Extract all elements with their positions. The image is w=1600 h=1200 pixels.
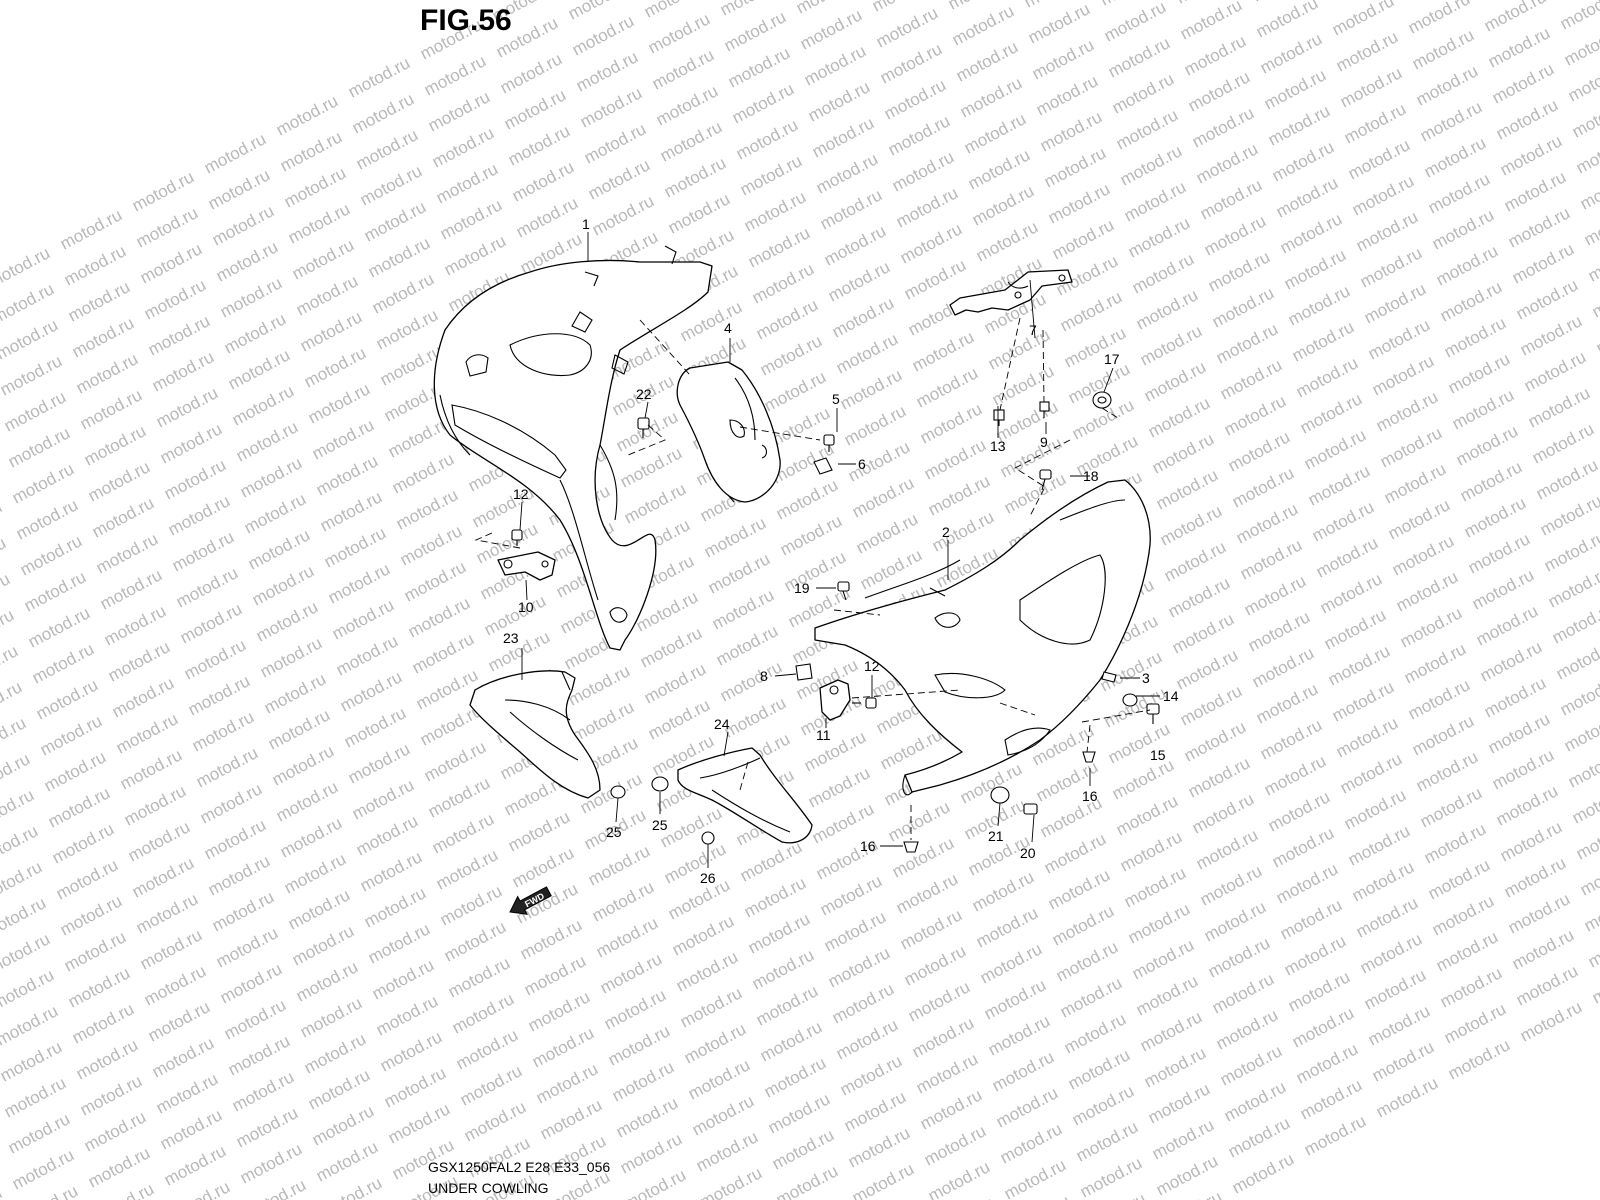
part-4-inner-panel[interactable]	[676, 361, 781, 503]
callout-21: 21	[988, 828, 1004, 844]
callout-8: 8	[760, 668, 768, 684]
callout-26: 26	[700, 870, 716, 886]
callout-20: 20	[1020, 845, 1036, 861]
callout-9: 9	[1040, 434, 1048, 450]
callout-10: 10	[518, 599, 534, 615]
callout-16a: 16	[1082, 788, 1098, 804]
callout-3: 3	[1142, 670, 1150, 686]
callout-18: 18	[1083, 468, 1099, 484]
callout-17: 17	[1104, 351, 1120, 367]
callout-12b: 12	[864, 658, 880, 674]
watermark-text: motod.ru	[0, 1147, 1, 1195]
section-title: UNDER COWLING	[428, 1180, 549, 1196]
callout-12a: 12	[513, 486, 529, 502]
grommet-21[interactable]	[990, 786, 1010, 804]
callout-23: 23	[503, 630, 519, 646]
model-code: GSX1250FAL2 E28 E33_056	[428, 1159, 611, 1175]
callout-15: 15	[1150, 747, 1166, 763]
callout-4: 4	[724, 320, 732, 336]
callout-1: 1	[582, 216, 590, 232]
callout-25a: 25	[606, 824, 622, 840]
grommet-17[interactable]	[1092, 391, 1112, 409]
callout-13: 13	[990, 438, 1006, 454]
callout-2: 2	[942, 524, 950, 540]
screw-20[interactable]	[1023, 803, 1038, 815]
watermark-text: motod.ru	[0, 461, 1, 509]
callout-6: 6	[858, 456, 866, 472]
screw-25-center[interactable]	[651, 776, 669, 792]
callout-5: 5	[832, 391, 840, 407]
figure-label: FIG.56	[420, 4, 512, 37]
callout-19: 19	[794, 580, 810, 596]
watermark-text: motod.ru	[1557, 0, 1600, 34]
callout-7: 7	[1029, 322, 1037, 338]
callout-16b: 16	[860, 838, 876, 854]
clip-8[interactable]	[795, 663, 813, 681]
callout-22: 22	[636, 386, 652, 402]
screw-15[interactable]	[1146, 703, 1160, 724]
callout-11: 11	[816, 727, 831, 743]
watermark-text: motod.ru	[0, 1183, 5, 1200]
callout-24: 24	[714, 716, 730, 732]
callout-14: 14	[1163, 688, 1179, 704]
grommet-14[interactable]	[1122, 693, 1138, 707]
screw-25-left[interactable]	[610, 785, 626, 799]
screw-26[interactable]	[701, 831, 715, 845]
callout-25b: 25	[652, 817, 668, 833]
